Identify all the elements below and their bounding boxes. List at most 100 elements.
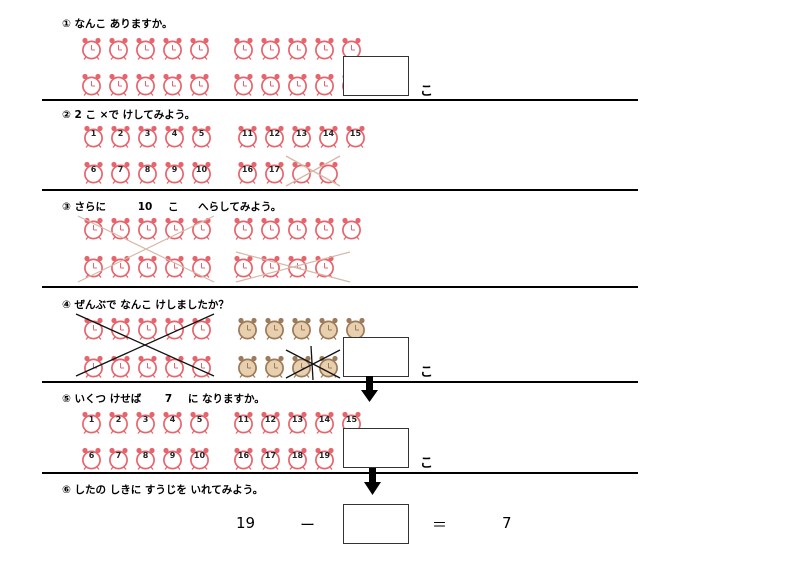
clock-icon: 5: [190, 124, 213, 148]
clock-icon: [259, 36, 282, 60]
clock-icon: 10: [190, 160, 213, 184]
q4-heading: ④ ぜんぶで なんこ けしましたか？: [62, 299, 229, 311]
clock-icon: 2: [109, 124, 132, 148]
clock-icon: [232, 254, 255, 278]
clock-icon: [190, 216, 213, 240]
equation-minus: ー: [300, 516, 316, 534]
clock-number: 2: [117, 129, 124, 138]
clock-number: 1: [90, 129, 97, 138]
clock-number: 2: [115, 415, 122, 424]
clock-icon: [232, 216, 255, 240]
clock-number: 9: [169, 451, 176, 460]
clock-icon: [313, 254, 336, 278]
q1-row-lt: [80, 36, 211, 60]
q1-answer-box[interactable]: [343, 56, 409, 96]
clock-icon: [340, 216, 363, 240]
clock-icon: [161, 36, 184, 60]
clock-icon: [163, 316, 186, 340]
clock-icon: 6: [82, 160, 105, 184]
clock-icon: 9: [163, 160, 186, 184]
clock-icon: 17: [259, 446, 282, 470]
equation-answer-box[interactable]: [343, 504, 409, 544]
clock-icon: 7: [109, 160, 132, 184]
clock-number: 18: [291, 451, 304, 460]
clock-icon: 1: [82, 124, 105, 148]
clock-icon: [286, 72, 309, 96]
q3-heading-b: こ: [167, 201, 179, 213]
clock-number: 4: [169, 415, 176, 424]
clock-number: 15: [349, 129, 362, 138]
clock-icon: [109, 254, 132, 278]
clock-number: 14: [318, 415, 331, 424]
clock-number: 9: [171, 165, 178, 174]
clock-icon: [136, 254, 159, 278]
clock-icon: [188, 72, 211, 96]
clock-icon: [317, 354, 340, 378]
clock-number: 17: [268, 165, 281, 174]
clock-number: 7: [115, 451, 122, 460]
clock-icon: 9: [161, 446, 184, 470]
clock-icon: [313, 36, 336, 60]
clock-icon: 15: [344, 124, 367, 148]
clock-icon: 17: [263, 160, 286, 184]
clock-icon: [344, 316, 367, 340]
clock-icon: 13: [286, 410, 309, 434]
clock-icon: [163, 216, 186, 240]
q4-row-rb: [236, 354, 340, 378]
q4-row-lt: [82, 316, 213, 340]
q6-heading: ⑥ したの しきに すうじを いれてみよう。: [62, 484, 264, 496]
q4-answer-box[interactable]: [343, 337, 409, 377]
q1-heading: ① なんこ ありますか。: [62, 18, 173, 30]
clock-number: 4: [171, 129, 178, 138]
clock-icon: 6: [80, 446, 103, 470]
divider-3: [42, 286, 638, 288]
clock-icon: 2: [107, 410, 130, 434]
clock-number: 17: [264, 451, 277, 460]
clock-icon: 16: [236, 160, 259, 184]
clock-icon: [163, 354, 186, 378]
q2-heading: ② 2 こ ×で けしてみよう。: [62, 109, 196, 121]
clock-icon: 10: [188, 446, 211, 470]
clock-icon: [190, 316, 213, 340]
divider-4: [42, 381, 638, 383]
q3-heading-a: ③ さらに: [62, 201, 107, 213]
q3-row-lt: [82, 216, 213, 240]
clock-icon: [82, 316, 105, 340]
clock-icon: [109, 354, 132, 378]
q4-row-lb: [82, 354, 213, 378]
clock-icon: [236, 354, 259, 378]
clock-icon: [259, 254, 282, 278]
clock-number: 7: [117, 165, 124, 174]
clock-number: 10: [195, 165, 208, 174]
clock-icon: [80, 36, 103, 60]
clock-number: 6: [90, 165, 97, 174]
q1-row-rt: [232, 36, 363, 60]
clock-icon: [340, 36, 363, 60]
q3-heading: ③ さらに 10 こ へらしてみよう。: [62, 199, 281, 214]
equation-equals: ＝: [432, 516, 448, 534]
clock-number: 8: [142, 451, 149, 460]
clock-icon: 12: [263, 124, 286, 148]
clock-icon: [290, 316, 313, 340]
clock-icon: [82, 216, 105, 240]
clock-icon: [190, 354, 213, 378]
clock-icon: [317, 316, 340, 340]
clock-icon: [134, 36, 157, 60]
clock-icon: 4: [163, 124, 186, 148]
clock-number: 13: [291, 415, 304, 424]
q4-unit: こ: [420, 365, 434, 380]
clock-number: 16: [237, 451, 250, 460]
clock-icon: [109, 316, 132, 340]
clock-icon: [290, 354, 313, 378]
clock-number: 5: [196, 415, 203, 424]
clock-icon: [313, 216, 336, 240]
clock-icon: 14: [313, 410, 336, 434]
q5-answer-box[interactable]: [343, 428, 409, 468]
clock-icon: [107, 36, 130, 60]
clock-icon: [286, 36, 309, 60]
q1-unit: こ: [420, 84, 434, 99]
clock-icon: 11: [232, 410, 255, 434]
